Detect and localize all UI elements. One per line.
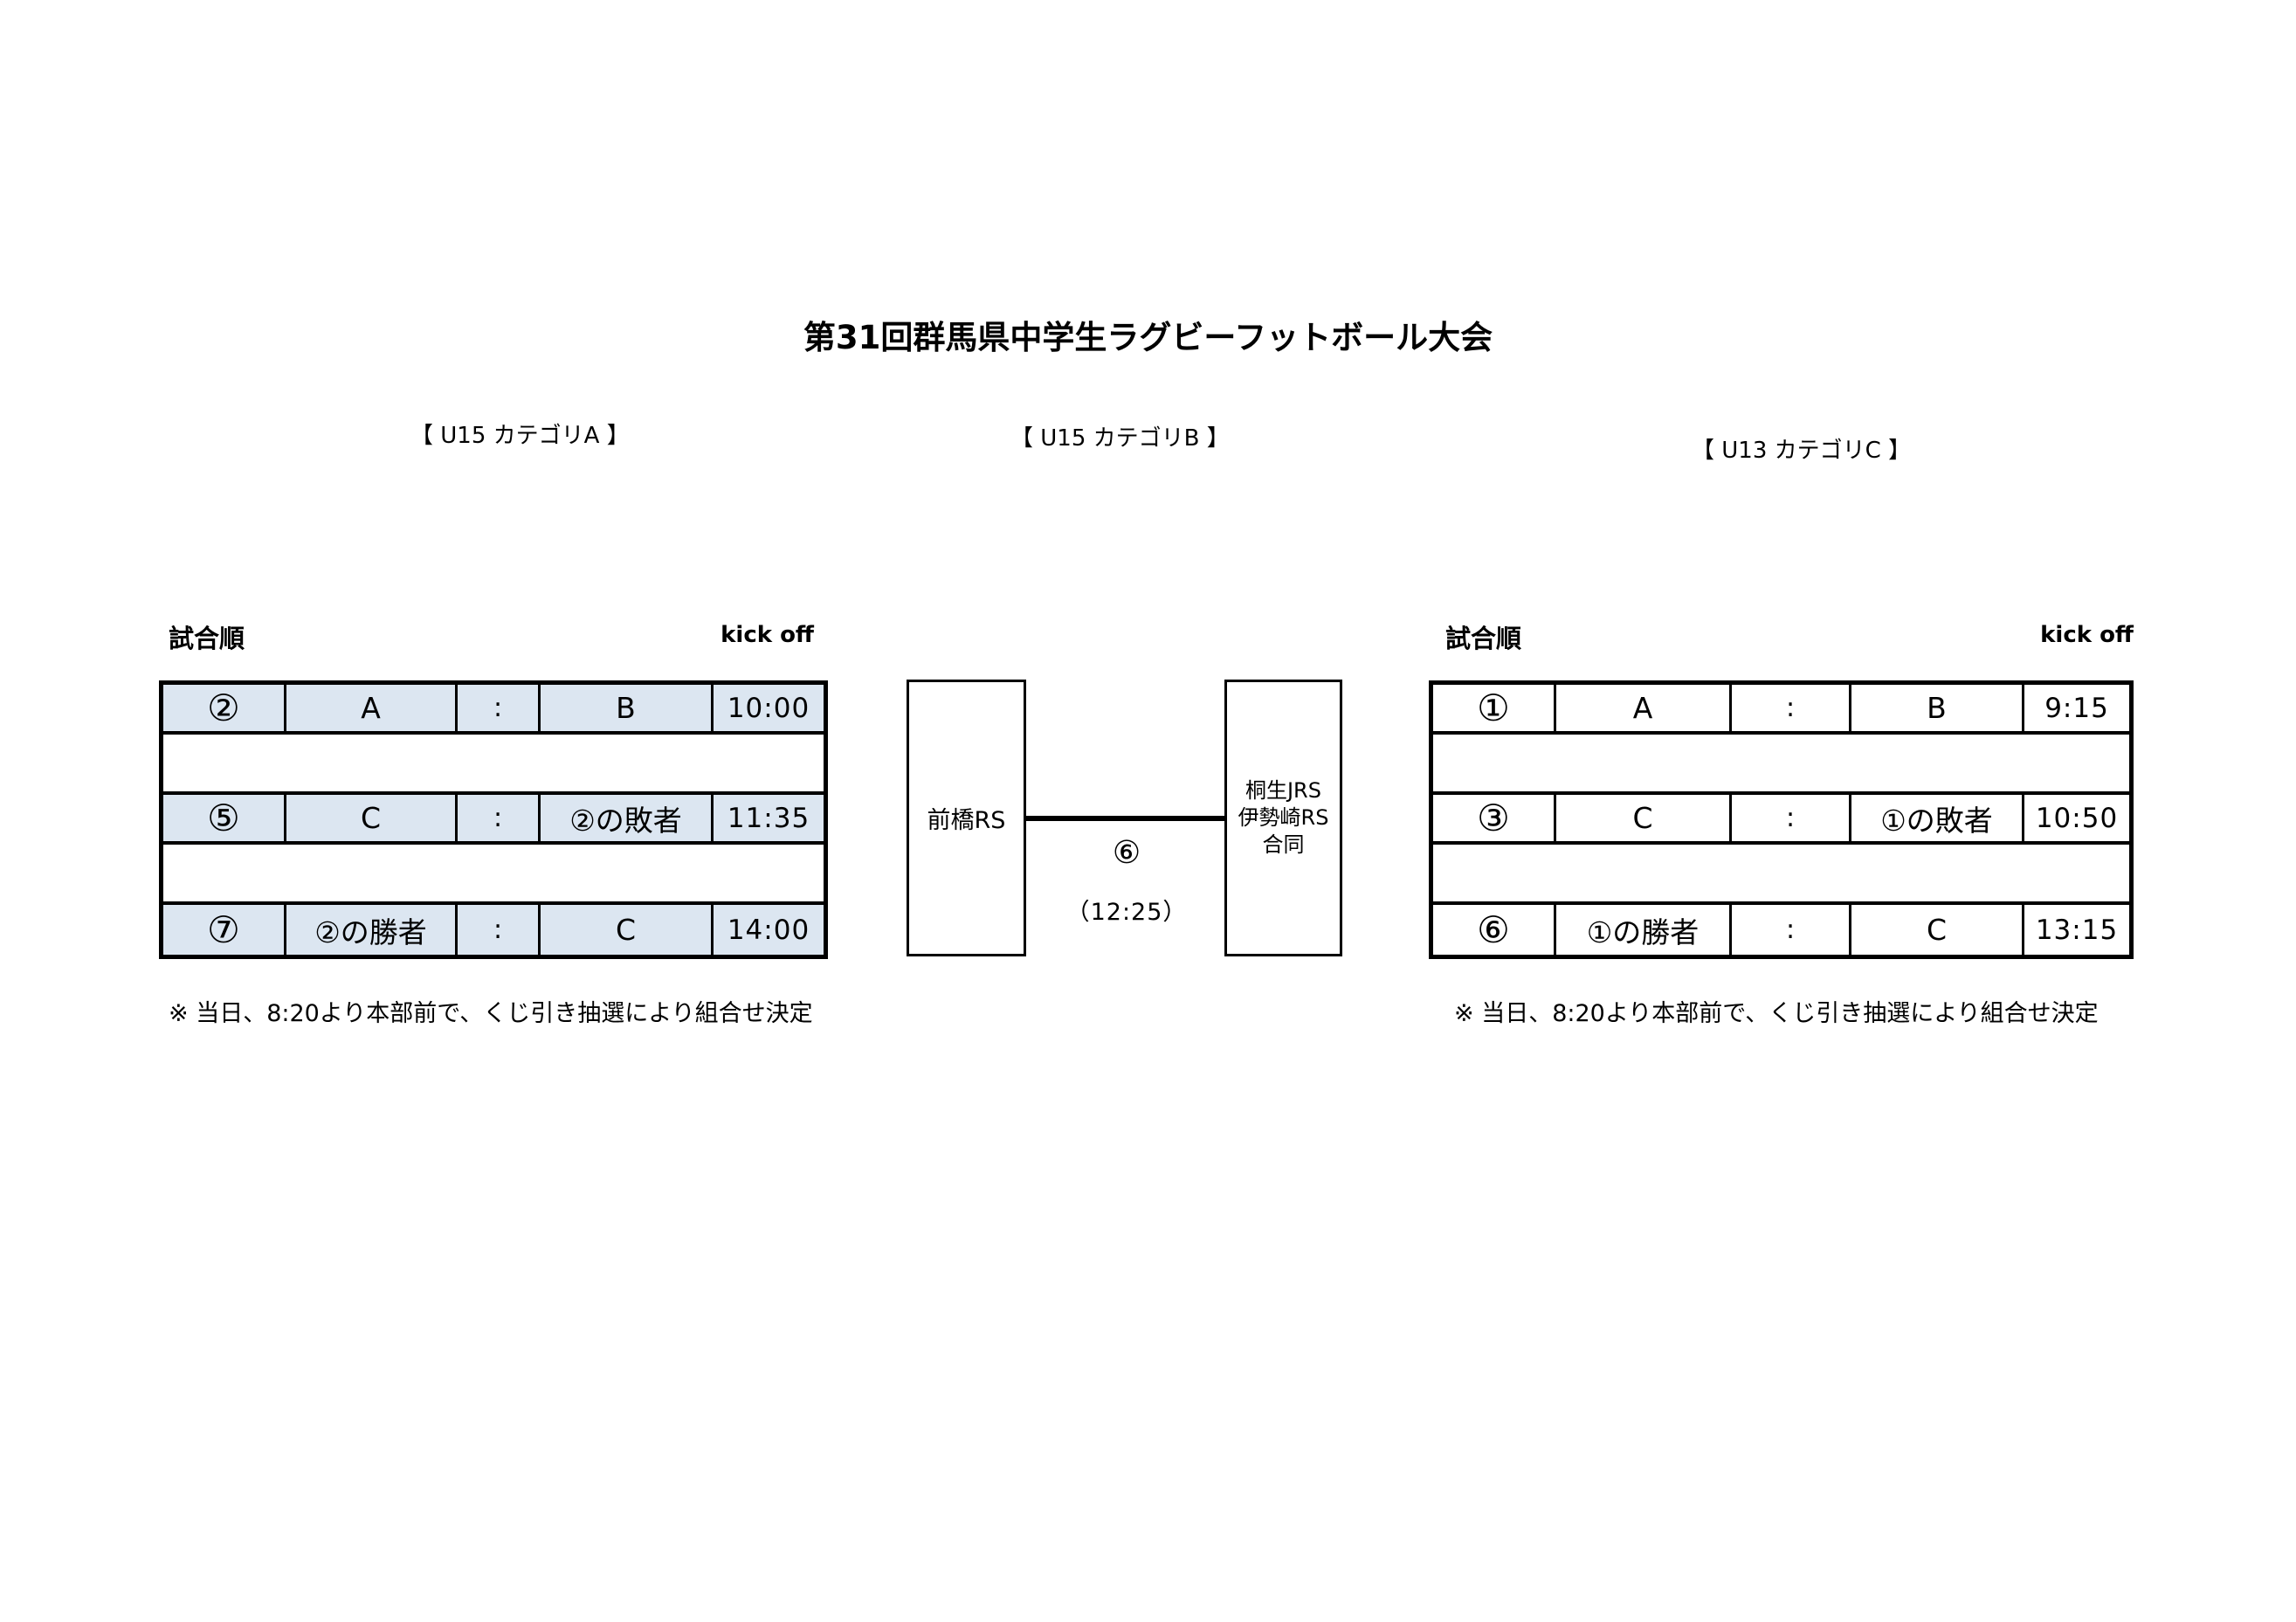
category-a-schedule-table: ② A : B 10:00 ⑤ C : ②の敗者 11:35 ⑦ ②の勝者 : … [159, 680, 828, 959]
category-a-heading: 【 U15 カテゴリA 】 [410, 423, 630, 449]
match-no-cell: ① [1433, 685, 1556, 735]
match-no-cell: ⑤ [163, 795, 286, 845]
bracket-connector-line [1026, 816, 1224, 821]
page-title: 第31回群馬県中学生ラグビーフットボール大会 [803, 319, 1493, 356]
home-team-cell: C [1556, 795, 1732, 845]
team-name-line: 伊勢崎RS [1238, 805, 1329, 830]
colon-cell: : [458, 795, 541, 845]
away-team-cell: B [1851, 685, 2024, 735]
home-team-cell: ②の勝者 [286, 905, 458, 955]
team-name-line: 合同 [1262, 832, 1305, 857]
kickoff-time-b: （12:25） [1065, 899, 1188, 926]
away-team-cell: C [1851, 905, 2024, 955]
match-no-cell: ⑦ [163, 905, 286, 955]
match-no-cell: ⑥ [1433, 905, 1556, 955]
lottery-note-c: ※ 当日、8:20より本部前で、くじ引き抽選により組合せ決定 [1454, 1000, 2099, 1027]
team-box-maebashi: 前橋RS [907, 680, 1026, 956]
home-team-cell: A [1556, 685, 1732, 735]
away-team-cell: ②の敗者 [541, 795, 714, 845]
away-team-cell: C [541, 905, 714, 955]
colon-cell: : [1732, 905, 1851, 955]
kick-off-label-c: kick off [2040, 622, 2134, 648]
kickoff-time-cell: 13:15 [2024, 905, 2129, 955]
match-order-label-a: 試合順 [169, 624, 245, 653]
away-team-cell: ①の敗者 [1851, 795, 2024, 845]
match-order-label-c: 試合順 [1445, 624, 1522, 653]
colon-cell: : [458, 905, 541, 955]
colon-cell: : [1732, 685, 1851, 735]
colon-cell: : [1732, 795, 1851, 845]
match-no-b: ⑥ [1112, 835, 1141, 871]
team-name-line: 桐生JRS [1245, 778, 1321, 803]
home-team-cell: C [286, 795, 458, 845]
kickoff-time-cell: 9:15 [2024, 685, 2129, 735]
kick-off-label-a: kick off [721, 622, 814, 648]
kickoff-time-cell: 11:35 [714, 795, 824, 845]
kickoff-time-cell: 14:00 [714, 905, 824, 955]
team-name: 前橋RS [927, 807, 1006, 834]
team-box-kiryu-isesaki: 桐生JRS 伊勢崎RS 合同 [1224, 680, 1342, 956]
spacer-row [1433, 735, 2129, 795]
lottery-note-a: ※ 当日、8:20より本部前で、くじ引き抽選により組合せ決定 [169, 1000, 813, 1027]
category-c-heading: 【 U13 カテゴリC 】 [1692, 438, 1912, 464]
colon-cell: : [458, 685, 541, 735]
spacer-row [1433, 845, 2129, 905]
kickoff-time-cell: 10:00 [714, 685, 824, 735]
away-team-cell: B [541, 685, 714, 735]
spacer-row [163, 735, 824, 795]
match-no-cell: ② [163, 685, 286, 735]
category-c-schedule-table: ① A : B 9:15 ③ C : ①の敗者 10:50 ⑥ ①の勝者 : C… [1429, 680, 2134, 959]
spacer-row [163, 845, 824, 905]
home-team-cell: A [286, 685, 458, 735]
kickoff-time-cell: 10:50 [2024, 795, 2129, 845]
category-b-heading: 【 U15 カテゴリB 】 [1010, 425, 1230, 452]
home-team-cell: ①の勝者 [1556, 905, 1732, 955]
match-no-cell: ③ [1433, 795, 1556, 845]
